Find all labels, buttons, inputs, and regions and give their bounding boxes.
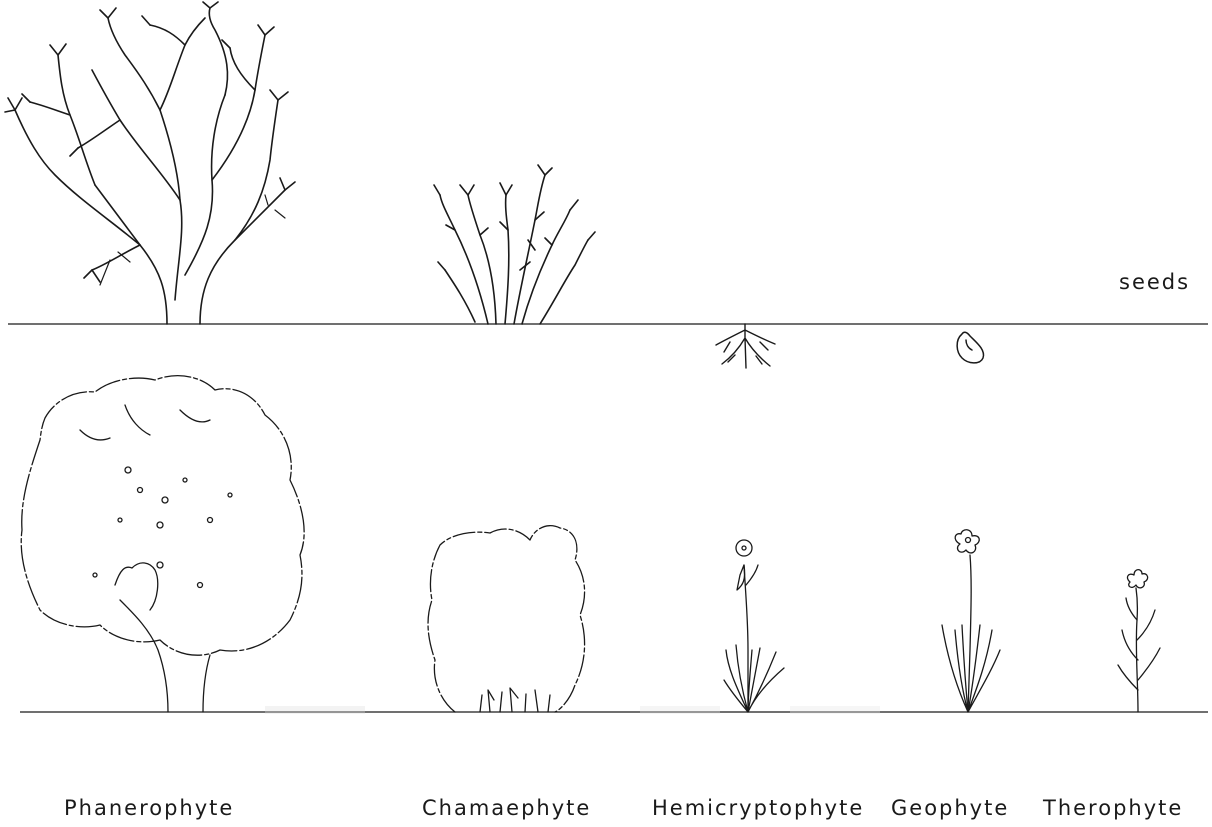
label-hemicryptophyte: Hemicryptophyte [652,796,864,820]
annotation-seeds: seeds [1119,270,1190,294]
phanerophyte-winter-tree [5,2,295,324]
hemicryptophyte-winter-bud [716,324,775,368]
geophyte-summer-plant [942,530,1000,712]
label-therophyte: Therophyte [1043,796,1183,820]
hemicryptophyte-summer-plant [724,540,784,712]
geophyte-winter-bulb [957,332,983,363]
label-chamaephyte: Chamaephyte [422,796,591,820]
background-smudges [265,706,880,714]
label-phanerophyte: Phanerophyte [64,796,234,820]
phanerophyte-summer-tree [21,376,304,712]
chamaephyte-summer-shrub [428,526,585,712]
label-geophyte: Geophyte [891,796,1009,820]
therophyte-summer-plant [1118,570,1160,712]
chamaephyte-winter-shrub [434,165,595,324]
